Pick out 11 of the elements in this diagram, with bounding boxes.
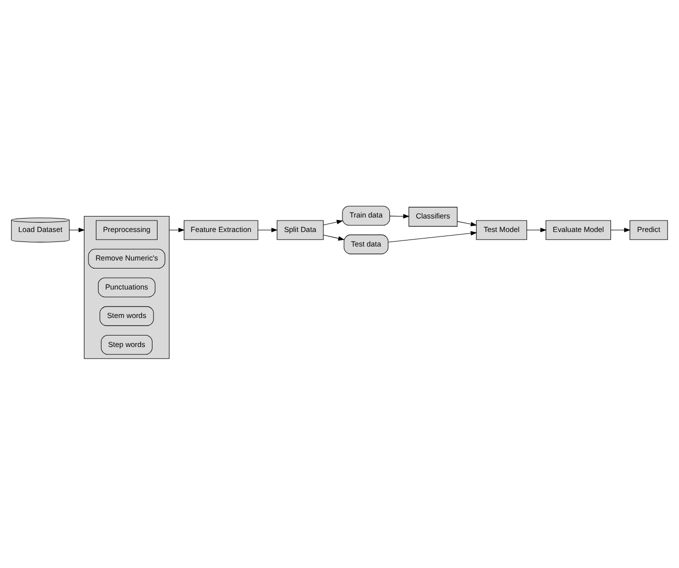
arrow (258, 227, 278, 232)
cluster (84, 215, 170, 358)
arrow (323, 219, 344, 225)
arrow (526, 227, 547, 232)
arrow (457, 220, 478, 226)
arrow (168, 227, 185, 232)
arrow (610, 227, 631, 232)
arrow (323, 234, 345, 240)
arrow (69, 227, 85, 232)
arrow (388, 230, 478, 242)
arrow (390, 214, 410, 218)
